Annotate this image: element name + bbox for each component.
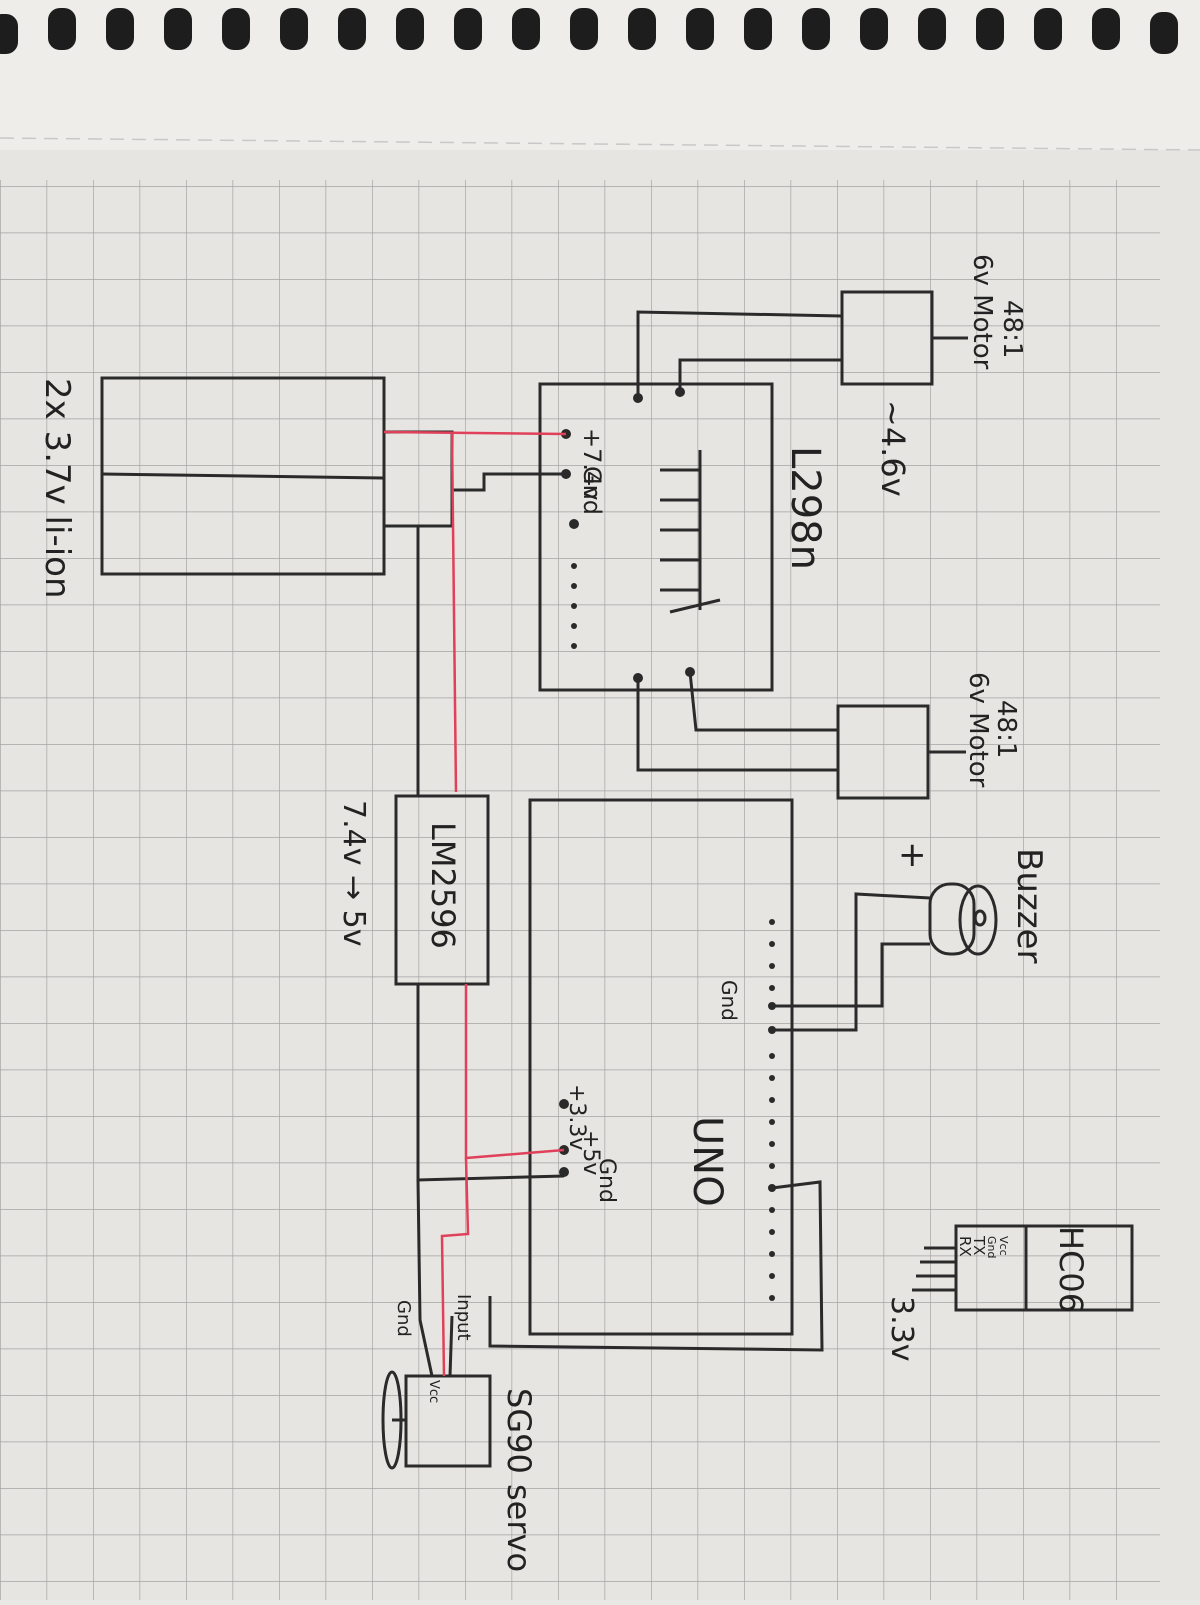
buzzer bbox=[772, 882, 998, 1032]
hc06-pin-vcc: Vcc bbox=[997, 1236, 1010, 1256]
labels: 2x 3.7v li-ion +7.4v Gnd L298n 48:1 6v M… bbox=[37, 254, 1090, 1572]
uno-digital-gnd: Gnd bbox=[717, 980, 741, 1021]
servo-name: SG90 servo bbox=[500, 1388, 538, 1572]
spiral-binding bbox=[0, 8, 1178, 54]
buzzer-label: Buzzer bbox=[1009, 848, 1049, 963]
motor-top bbox=[636, 290, 968, 398]
hc06-pin-tx: TX bbox=[970, 1235, 988, 1255]
uno-pin-5v: +5v bbox=[578, 1130, 603, 1175]
l298n-board bbox=[538, 382, 774, 692]
battery-label: 2x 3.7v li-ion bbox=[37, 378, 77, 599]
power-wires bbox=[383, 430, 567, 1377]
uno-board bbox=[528, 798, 794, 1336]
l298n-vin-label: +7.4v bbox=[578, 428, 606, 500]
motor-top-ratio: 48:1 bbox=[997, 300, 1027, 358]
motor-voltage: ~4.6v bbox=[874, 400, 912, 497]
l298n-name: L298n bbox=[782, 446, 828, 570]
uno-pin-3v3: +3.3v bbox=[564, 1084, 589, 1150]
servo-pin-input: Input bbox=[453, 1294, 474, 1341]
uno-name: UNO bbox=[684, 1116, 730, 1207]
hc06-module bbox=[488, 1180, 1134, 1352]
buzzer-polarity: + bbox=[898, 835, 927, 875]
ground-wires bbox=[384, 472, 566, 1377]
servo-pin-vcc: Vcc bbox=[426, 1380, 441, 1403]
hc06-pin-rx: RX bbox=[956, 1236, 974, 1257]
perforation-line bbox=[0, 137, 1200, 151]
uno-pin-gnd: Gnd bbox=[594, 1158, 619, 1203]
sg90-servo bbox=[381, 1370, 492, 1470]
hc06-pin-gnd: Gnd bbox=[985, 1236, 998, 1258]
servo-pin-gnd: Gnd bbox=[393, 1300, 414, 1337]
lm2596-board bbox=[394, 794, 490, 986]
motor-bottom-ratio: 48:1 bbox=[991, 700, 1021, 758]
motor-bottom-label: 6v Motor bbox=[963, 672, 993, 788]
hc06-name: HC06 bbox=[1052, 1226, 1090, 1313]
hc06-voltage: 3.3v bbox=[884, 1296, 919, 1361]
lm2596-name: LM2596 bbox=[424, 822, 462, 949]
motor-top-label: 6v Motor bbox=[967, 254, 997, 370]
motor-bottom bbox=[636, 671, 966, 800]
l298n-gnd-label: Gnd bbox=[578, 466, 606, 515]
regulator-conversion: 7.4v → 5v bbox=[336, 800, 371, 947]
